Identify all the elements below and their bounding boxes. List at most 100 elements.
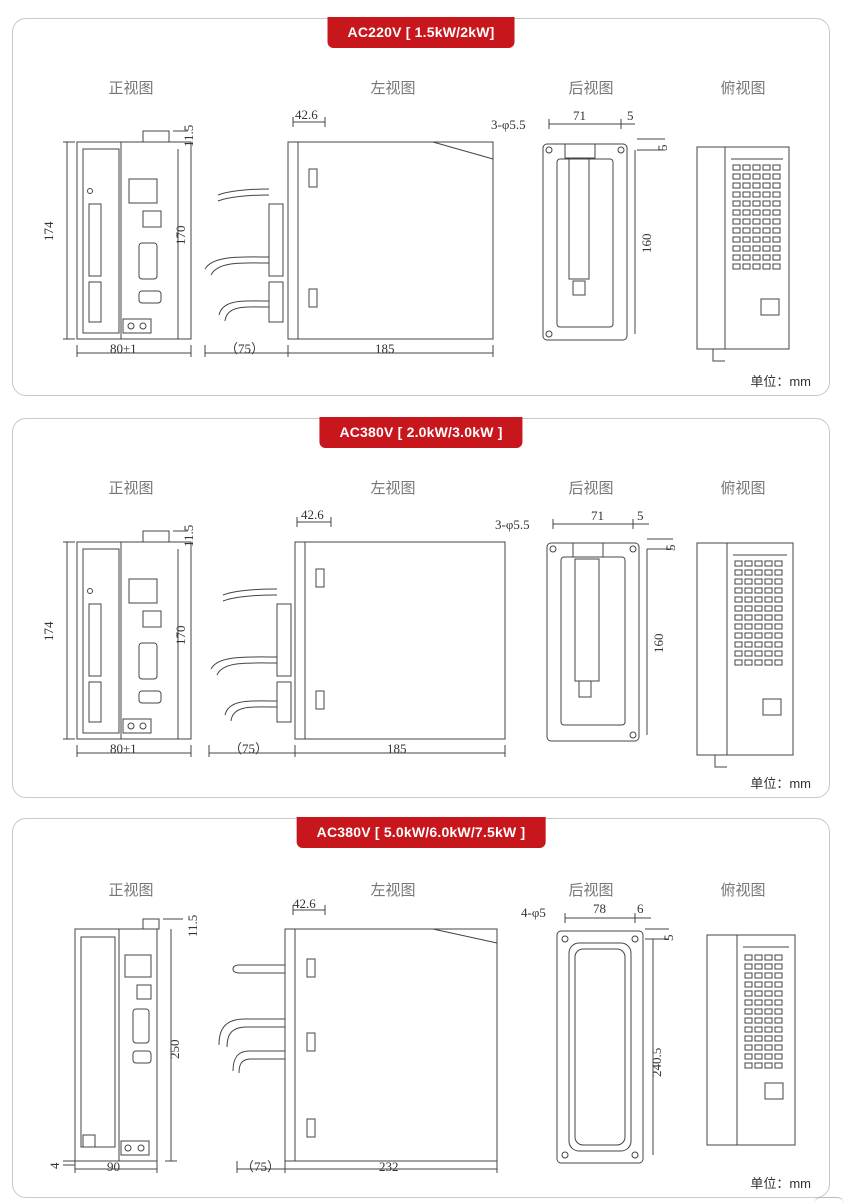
left-view-drawing [218, 905, 498, 1173]
dim-front-width: 90 [107, 1159, 120, 1174]
dim-front-inner: 170 [173, 626, 188, 646]
vent-slot [764, 1035, 773, 1042]
vent-slot [754, 981, 763, 988]
vent-slot [764, 578, 773, 585]
vent-slot [744, 981, 753, 988]
vent-slot [734, 587, 743, 594]
vent-slot [764, 623, 773, 630]
left-view-label: 左视图 [370, 480, 416, 497]
vent-slot [742, 209, 751, 216]
front-view-drawing [63, 130, 192, 357]
vent-slot [732, 173, 741, 180]
vent-slot [762, 173, 771, 180]
vent-slot [752, 191, 761, 198]
vent-slot [744, 990, 753, 997]
back-view-drawing [542, 119, 665, 341]
dim-back-top: 5 [661, 935, 676, 942]
vent-slot [732, 245, 741, 252]
vent-slot [742, 254, 751, 261]
dim-front-height: 174 [41, 621, 56, 641]
dim-left-top: 42.6 [293, 896, 316, 911]
dim-back-top: 5 [663, 545, 678, 552]
vent-slot [754, 632, 763, 639]
section-ac220v: AC220V [ 1.5kW/2kW] 正视图 左视图 后视图 俯视图 单位：m… [12, 17, 830, 396]
top-view-drawing [696, 542, 794, 768]
vent-slot [774, 972, 783, 979]
vent-slot [744, 578, 753, 585]
dim-left-top: 42.6 [301, 507, 324, 522]
vent-slot [742, 200, 751, 207]
dim-front-top: 11.5 [181, 525, 196, 547]
vent-slot [752, 200, 761, 207]
vent-slot [734, 569, 743, 576]
vent-slot [774, 650, 783, 657]
vent-slot [744, 641, 753, 648]
vent-slot [774, 578, 783, 585]
vent-slot [754, 659, 763, 666]
vent-slot [764, 972, 773, 979]
vent-slot [742, 245, 751, 252]
vent-slot [732, 263, 741, 270]
vent-slot [744, 963, 753, 970]
top-view-label: 俯视图 [720, 480, 766, 497]
left-view-label: 左视图 [370, 80, 416, 97]
vent-slot [762, 164, 771, 171]
vent-slot [772, 236, 781, 243]
vent-slot [772, 182, 781, 189]
dim-front-width: 80±1 [110, 741, 137, 756]
vent-slot [734, 596, 743, 603]
vent-slot [754, 1017, 763, 1024]
vent-slot [754, 560, 763, 567]
vent-slot [754, 1053, 763, 1060]
vent-slot [734, 578, 743, 585]
vent-slot [774, 596, 783, 603]
vent-slot [732, 182, 741, 189]
vent-slot [744, 659, 753, 666]
vent-slot [774, 605, 783, 612]
vent-slot [744, 560, 753, 567]
vent-slot [762, 218, 771, 225]
section-tag: AC220V [ 1.5kW/2kW] [327, 17, 515, 48]
vent-slot [764, 650, 773, 657]
vent-slot [752, 218, 761, 225]
vent-slot [772, 218, 781, 225]
top-view-drawing [706, 934, 796, 1146]
dim-front-top: 11.5 [181, 125, 196, 147]
vent-slot [774, 560, 783, 567]
vent-slot [734, 650, 743, 657]
vent-slot [762, 263, 771, 270]
vent-slot [752, 245, 761, 252]
vent-slot [754, 963, 763, 970]
vent-slot [744, 1062, 753, 1069]
vent-slot [754, 650, 763, 657]
vent-grille [734, 560, 783, 666]
vent-slot [772, 173, 781, 180]
vent-slot [742, 227, 751, 234]
top-view-label: 俯视图 [720, 882, 766, 899]
vent-slot [744, 605, 753, 612]
vent-slot [754, 1008, 763, 1015]
vent-slot [752, 236, 761, 243]
section-ac380v-small: AC380V [ 2.0kW/3.0kW ] 正视图 左视图 后视图 俯视图 单… [12, 417, 830, 798]
vent-slot [732, 191, 741, 198]
left-view-label: 左视图 [370, 882, 416, 899]
vent-slot [744, 650, 753, 657]
left-view-drawing [208, 517, 506, 757]
vent-slot [752, 254, 761, 261]
vent-slot [774, 1062, 783, 1069]
vent-grille [732, 164, 781, 270]
vent-slot [734, 560, 743, 567]
dim-back-height: 240.5 [649, 1048, 664, 1077]
vent-slot [774, 1017, 783, 1024]
vent-slot [764, 1017, 773, 1024]
vent-slot [744, 954, 753, 961]
vent-slot [744, 972, 753, 979]
dim-back-holes: 3-φ5.5 [495, 517, 530, 532]
vent-slot [734, 614, 743, 621]
vent-slot [764, 981, 773, 988]
dim-front-inner: 170 [173, 226, 188, 246]
vent-slot [742, 164, 751, 171]
vent-slot [754, 623, 763, 630]
dim-back-edge: 5 [627, 108, 634, 123]
vent-slot [744, 1026, 753, 1033]
